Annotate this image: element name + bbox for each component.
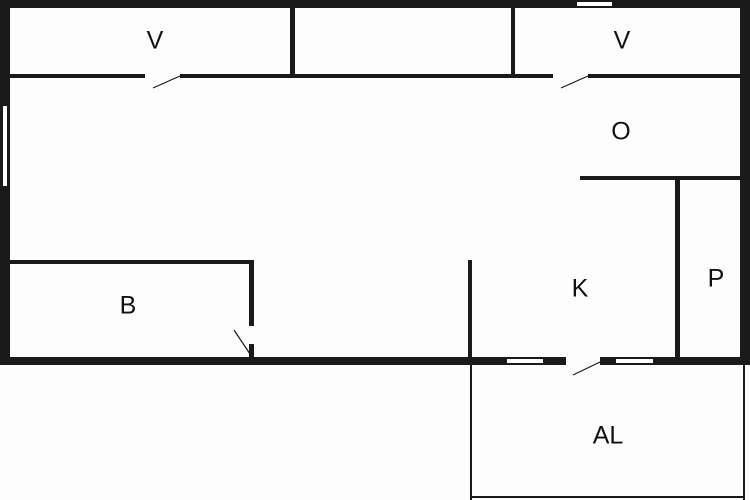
wall-o — [580, 176, 740, 180]
outer-wall-top — [0, 0, 750, 8]
room-label-p: P — [707, 264, 725, 293]
window-bottom-2 — [616, 359, 653, 363]
divider-1 — [290, 8, 295, 78]
al-right — [743, 365, 745, 500]
wall-k — [468, 260, 472, 358]
room-label-o: O — [611, 117, 631, 146]
wall-p — [675, 176, 680, 358]
room-label-b: B — [119, 291, 137, 320]
door-swing-b — [233, 329, 251, 355]
al-bottom — [470, 496, 745, 498]
wall-b-top — [10, 260, 253, 264]
wall-b-right-lower — [249, 344, 254, 358]
window-bottom-1 — [507, 359, 543, 363]
door-swing-v-right — [560, 75, 589, 89]
door-swing-v-left — [152, 75, 181, 89]
room-label-v-left: V — [146, 26, 164, 55]
room-label-k: K — [571, 274, 589, 303]
outer-wall-bottom-left — [0, 357, 566, 365]
door-swing-al — [572, 361, 601, 376]
window-top — [577, 2, 612, 6]
al-left — [470, 365, 472, 500]
wall-v-right — [588, 74, 740, 78]
room-label-v-right: V — [613, 26, 631, 55]
wall-mid — [180, 74, 553, 78]
outer-wall-right — [740, 0, 750, 365]
room-label-al: AL — [592, 421, 624, 450]
window-left — [3, 106, 7, 186]
divider-2 — [511, 8, 515, 78]
wall-b-right-upper — [249, 260, 254, 326]
outer-wall-bottom-right — [600, 357, 750, 365]
wall-v-left — [10, 74, 145, 78]
